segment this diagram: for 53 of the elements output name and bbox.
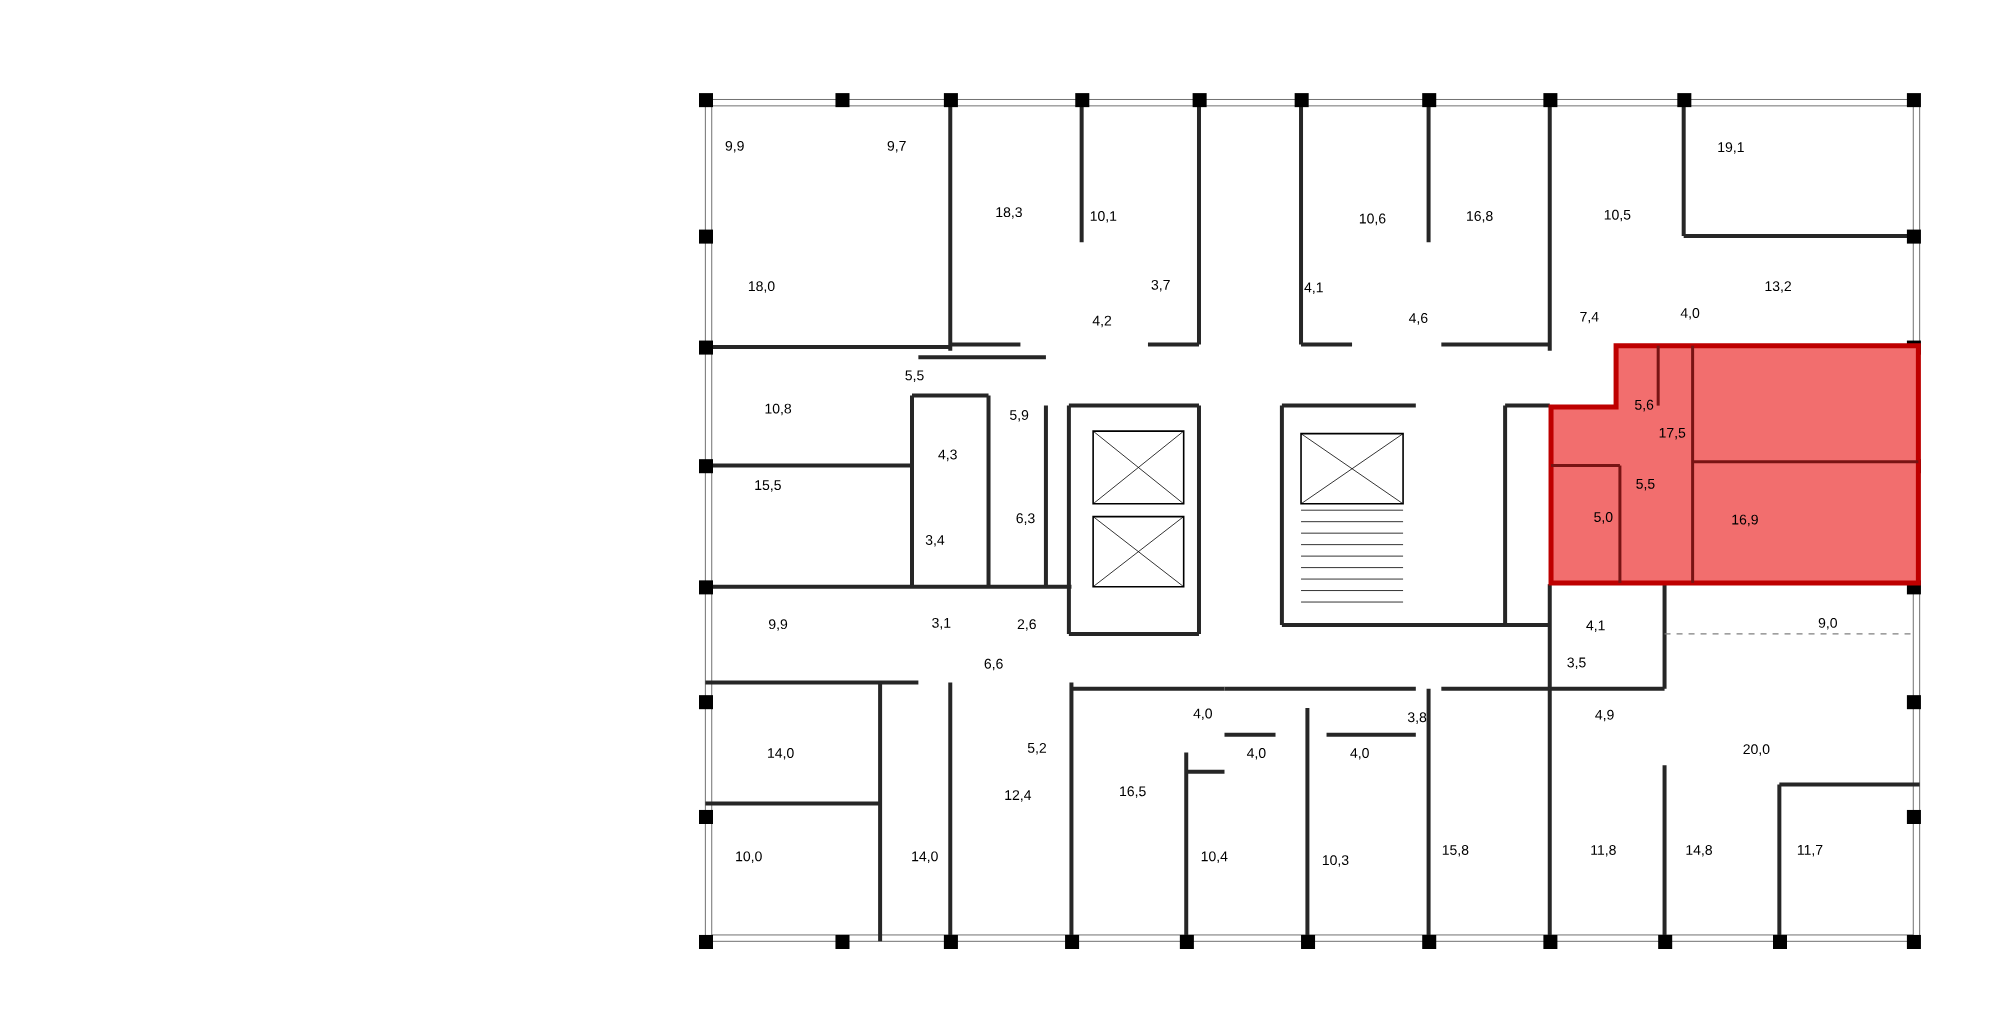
area-label: 18,0 — [748, 281, 775, 293]
area-label: 10,0 — [736, 851, 762, 863]
area-label: 3,8 — [1407, 712, 1427, 724]
area-label: 15,8 — [1442, 844, 1469, 857]
area-label: 14,0 — [768, 747, 794, 760]
area-label: 9,9 — [769, 619, 788, 631]
area-label: 11,7 — [1797, 844, 1823, 857]
area-label: 9,9 — [725, 140, 744, 153]
area-label: 4,0 — [1350, 747, 1369, 760]
area-label: 6,6 — [984, 658, 1003, 671]
area-label: 5,5 — [1636, 478, 1655, 491]
area-label: 5,0 — [1594, 512, 1613, 524]
area-label: 3,7 — [1151, 279, 1170, 292]
area-label: 13,2 — [1765, 281, 1791, 293]
area-label: 3,5 — [1567, 657, 1586, 669]
area-label: 10,5 — [1604, 209, 1631, 222]
area-label: 10,1 — [1090, 210, 1117, 223]
area-label: 5,5 — [905, 370, 924, 382]
area-label: 18,3 — [996, 207, 1022, 219]
area-label: 2,6 — [1017, 619, 1036, 631]
area-label: 5,9 — [1010, 409, 1029, 422]
area-label: 4,9 — [1595, 709, 1614, 722]
area-label: 4,0 — [1246, 747, 1266, 760]
area-label: 5,6 — [1635, 399, 1654, 412]
area-label: 19,1 — [1718, 142, 1744, 154]
area-label: 12,4 — [1005, 790, 1032, 802]
area-label: 17,5 — [1659, 427, 1686, 440]
area-label: 4,1 — [1304, 282, 1323, 294]
area-label: 9,7 — [887, 140, 906, 153]
area-label: 16,5 — [1120, 786, 1146, 798]
area-label: 4,0 — [1680, 307, 1700, 320]
area-label: 10,3 — [1322, 855, 1349, 867]
area-label: 16,9 — [1732, 514, 1758, 527]
area-label: 6,3 — [1016, 513, 1035, 525]
area-label: 11,8 — [1591, 844, 1616, 857]
area-label: 16,8 — [1467, 210, 1493, 223]
area-label: 3,1 — [932, 617, 951, 630]
area-label: 10,8 — [765, 403, 792, 416]
area-label: 15,5 — [755, 480, 781, 492]
area-label: 5,2 — [1027, 742, 1047, 755]
area-label: 4,2 — [1092, 315, 1112, 328]
area-label: 10,4 — [1201, 851, 1228, 863]
area-label: 14,0 — [912, 851, 938, 863]
area-label: 4,6 — [1408, 313, 1428, 325]
area-label: 7,4 — [1580, 311, 1599, 324]
area-label: 4,3 — [938, 449, 957, 461]
area-label: 9,0 — [1818, 617, 1837, 630]
area-label: 10,6 — [1359, 213, 1386, 226]
area-label: 3,4 — [925, 534, 945, 547]
area-label: 4,0 — [1193, 708, 1212, 720]
area-label: 14,8 — [1686, 844, 1712, 857]
area-label: 20,0 — [1743, 744, 1770, 756]
area-label: 4,1 — [1586, 620, 1605, 632]
